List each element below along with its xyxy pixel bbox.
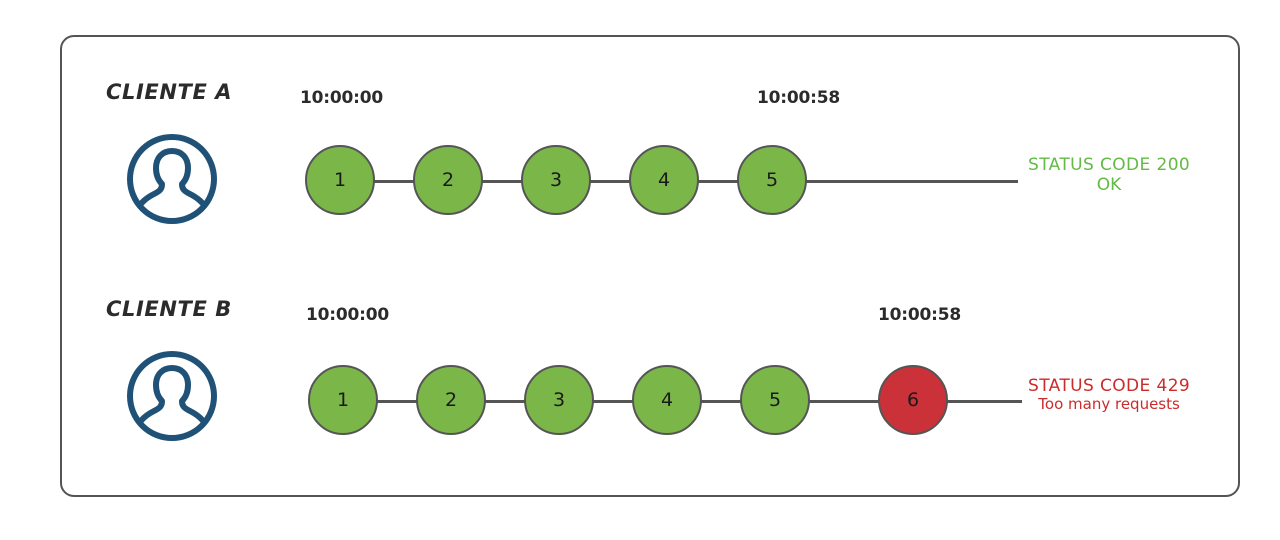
client-a-request-node-1[interactable]: 1 [305,145,375,215]
client-a-status: STATUS CODE 200 OK [1028,155,1190,195]
client-a-start-time: 10:00:00 [300,88,383,108]
client-b-request-node-3[interactable]: 3 [524,365,594,435]
client-b-request-node-2[interactable]: 2 [416,365,486,435]
client-b-start-time: 10:00:00 [306,305,389,325]
client-a-request-node-3[interactable]: 3 [521,145,591,215]
client-b-status: STATUS CODE 429 Too many requests [1028,376,1190,414]
client-b-request-node-4[interactable]: 4 [632,365,702,435]
diagram-frame [60,35,1240,497]
client-b-end-time: 10:00:58 [878,305,961,325]
client-b-status-code: STATUS CODE 429 [1028,376,1191,396]
client-b-request-node-5[interactable]: 5 [740,365,810,435]
person-avatar-icon [127,351,217,441]
client-a-status-detail: OK [1096,175,1122,196]
client-b-request-node-6[interactable]: 6 [878,365,948,435]
client-a-end-time: 10:00:58 [757,88,840,108]
client-b-label: CLIENTE B [106,297,232,321]
client-a-label: CLIENTE A [106,80,233,104]
client-a-request-node-4[interactable]: 4 [629,145,699,215]
client-b-request-node-1[interactable]: 1 [308,365,378,435]
client-a-status-code: STATUS CODE 200 [1028,155,1191,175]
client-a-request-node-2[interactable]: 2 [413,145,483,215]
person-avatar-icon [127,134,217,224]
client-a-request-node-5[interactable]: 5 [737,145,807,215]
client-b-status-detail: Too many requests [1038,395,1180,414]
